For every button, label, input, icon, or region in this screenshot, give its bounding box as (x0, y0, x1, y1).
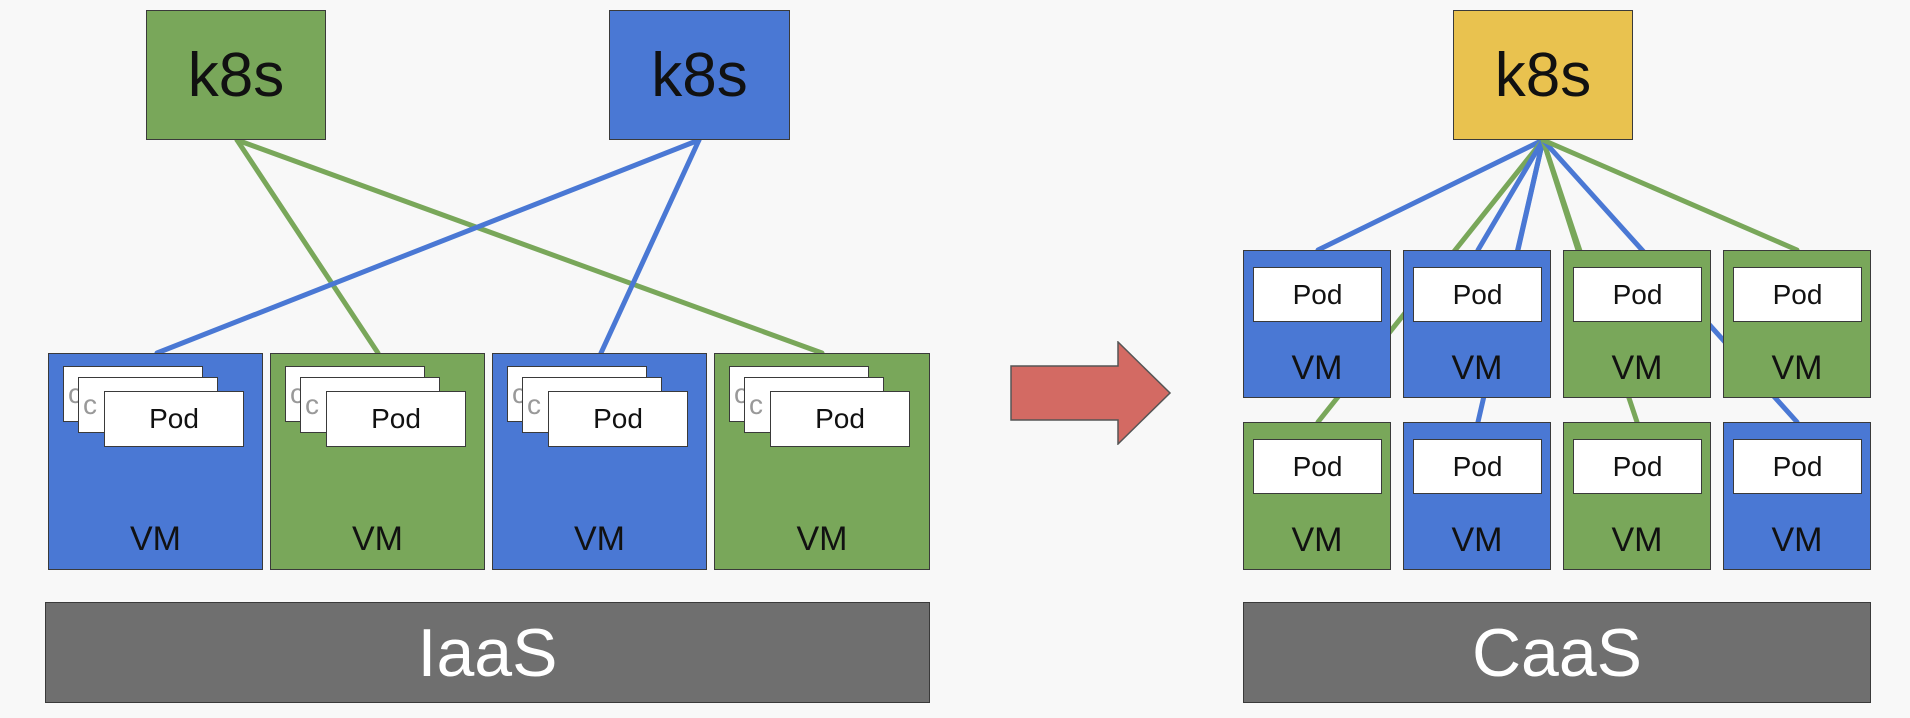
caas-vm-top-1: Pod VM (1243, 250, 1391, 398)
link-green-k8s-to-vm4 (234, 137, 825, 356)
caas-vm-bottom-1: Pod VM (1243, 422, 1391, 570)
vm-label: VM (796, 520, 848, 558)
vm-label: VM (1291, 349, 1343, 387)
iaas-vm-1: c c Pod VM (48, 353, 263, 570)
vm-label: VM (1451, 521, 1503, 559)
vm-label: VM (1611, 349, 1663, 387)
link-green-k8s-to-vm2 (234, 137, 381, 356)
vm-label: VM (130, 520, 181, 558)
pod: Pod (1733, 439, 1862, 494)
vm-label: VM (352, 520, 403, 558)
iaas-platform-bar: IaaS (45, 602, 930, 703)
link-blue-k8s-to-vm3 (598, 137, 702, 356)
pod: Pod (104, 391, 244, 447)
link-hub-to-top-vm4 (1540, 137, 1800, 253)
link-hub-to-top-vm2-left (1475, 137, 1546, 253)
vm-label: VM (1611, 521, 1663, 559)
k8s-label: k8s (651, 40, 748, 110)
pod: Pod (548, 391, 688, 447)
vm-label: VM (1291, 521, 1343, 559)
pod: Pod (1253, 439, 1382, 494)
caas-vm-bottom-4: Pod VM (1723, 422, 1871, 570)
pod: Pod (1253, 267, 1382, 322)
platform-label: CaaS (1471, 614, 1643, 691)
pod: Pod (1413, 439, 1542, 494)
vm-label: VM (1771, 521, 1823, 559)
caas-vm-top-3: Pod VM (1563, 250, 1711, 398)
pod: Pod (770, 391, 910, 447)
vm-label: VM (1451, 349, 1503, 387)
platform-label: IaaS (417, 614, 558, 691)
link-blue-k8s-to-vm1 (154, 137, 702, 356)
iaas-vm-3: c c Pod VM (492, 353, 707, 570)
pod: Pod (1573, 439, 1702, 494)
k8s-label: k8s (1494, 40, 1592, 110)
pod: Pod (1733, 267, 1862, 322)
k8s-cluster-green: k8s (146, 10, 326, 140)
caas-vm-bottom-3: Pod VM (1563, 422, 1711, 570)
iaas-vm-4: c c Pod VM (714, 353, 930, 570)
pod: Pod (326, 391, 466, 447)
caas-platform-bar: CaaS (1243, 602, 1871, 703)
link-hub-to-top-vm1 (1315, 137, 1546, 253)
link-hub-to-top-vm2-right (1515, 137, 1546, 253)
k8s-cluster-yellow: k8s (1453, 10, 1633, 140)
k8s-cluster-blue: k8s (609, 10, 790, 140)
caas-vm-bottom-2: Pod VM (1403, 422, 1551, 570)
link-hub-to-top-vm3 (1540, 137, 1581, 253)
pod: Pod (1573, 267, 1702, 322)
iaas-vm-2: c c Pod VM (270, 353, 485, 570)
k8s-label: k8s (187, 40, 285, 110)
vm-label: VM (1771, 349, 1823, 387)
transition-arrow-icon (1010, 341, 1172, 445)
caas-vm-top-4: Pod VM (1723, 250, 1871, 398)
caas-vm-top-2: Pod VM (1403, 250, 1551, 398)
arrow-shape (1010, 341, 1172, 445)
pod: Pod (1413, 267, 1542, 322)
vm-label: VM (574, 520, 625, 558)
